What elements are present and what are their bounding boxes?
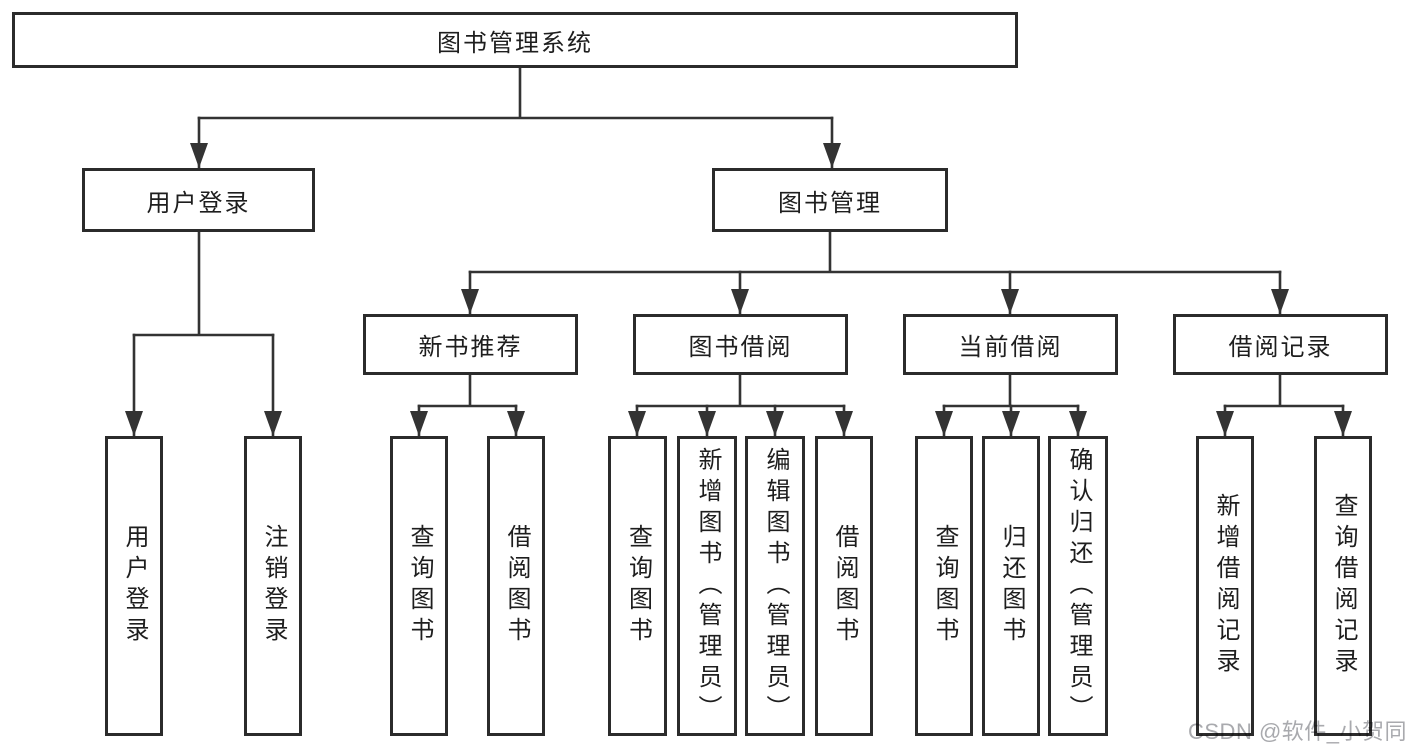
leaf-borrow-books-b: 借阅图书 (815, 436, 873, 736)
node-label: 图书管理 (778, 189, 882, 217)
node-label: 新书推荐 (418, 334, 523, 361)
node-book-management: 图书管理 (712, 168, 948, 232)
leaf-borrow-books-a: 借阅图书 (487, 436, 545, 736)
node-label: 查询图书 (624, 524, 652, 648)
leaf-add-book-admin: 新增图书（管理员） (677, 436, 737, 736)
connector-book-borrow-split (635, 373, 846, 408)
leaf-user-login: 用户登录 (105, 436, 163, 736)
connector-current-borrow-split (942, 373, 1080, 408)
leaf-query-books-c: 查询图书 (915, 436, 973, 736)
leaf-query-books-b: 查询图书 (608, 436, 667, 736)
node-label: 新增借阅记录 (1212, 493, 1239, 679)
node-new-book-recommend: 新书推荐 (363, 314, 578, 375)
node-label: 用户登录 (121, 524, 148, 648)
node-label: 图书借阅 (688, 334, 793, 361)
node-label: 归还图书 (998, 524, 1025, 648)
node-label: 注销登录 (260, 524, 287, 648)
node-label: 查询图书 (931, 524, 958, 648)
leaf-logout-login: 注销登录 (244, 436, 302, 736)
node-borrow-records: 借阅记录 (1173, 314, 1388, 375)
leaf-add-borrow-record: 新增借阅记录 (1196, 436, 1254, 736)
leaf-query-books-a: 查询图书 (390, 436, 448, 736)
node-label: 新增图书（管理员） (694, 446, 721, 726)
csdn-watermark: CSDN @软件_小贺同学 (1188, 719, 1405, 744)
node-current-borrow: 当前借阅 (903, 314, 1118, 375)
leaf-return-books: 归还图书 (982, 436, 1040, 736)
connector-user-login-split (132, 230, 275, 337)
connector-book-management-split (468, 230, 1282, 274)
node-label: 图书管理系统 (437, 29, 593, 57)
leaf-edit-book-admin: 编辑图书（管理员） (745, 436, 805, 736)
node-label: 借阅记录 (1228, 334, 1333, 361)
node-label: 查询借阅记录 (1330, 493, 1357, 679)
node-user-login: 用户登录 (82, 168, 315, 232)
connector-borrow-records-split (1223, 373, 1345, 408)
node-book-borrow: 图书借阅 (633, 314, 848, 375)
node-label: 用户登录 (146, 189, 251, 217)
node-label: 确认归还（管理员） (1065, 446, 1092, 726)
connector-new-book-split (417, 373, 518, 408)
node-label: 编辑图书（管理员） (762, 446, 789, 726)
node-library-management-system: 图书管理系统 (12, 12, 1018, 68)
connector-root-split (197, 66, 834, 120)
node-label: 借阅图书 (503, 524, 530, 648)
leaf-query-borrow-record: 查询借阅记录 (1314, 436, 1372, 736)
node-label: 查询图书 (406, 524, 433, 648)
leaf-confirm-return-admin: 确认归还（管理员） (1048, 436, 1108, 736)
node-label: 当前借阅 (958, 334, 1063, 361)
node-label: 借阅图书 (831, 524, 858, 648)
